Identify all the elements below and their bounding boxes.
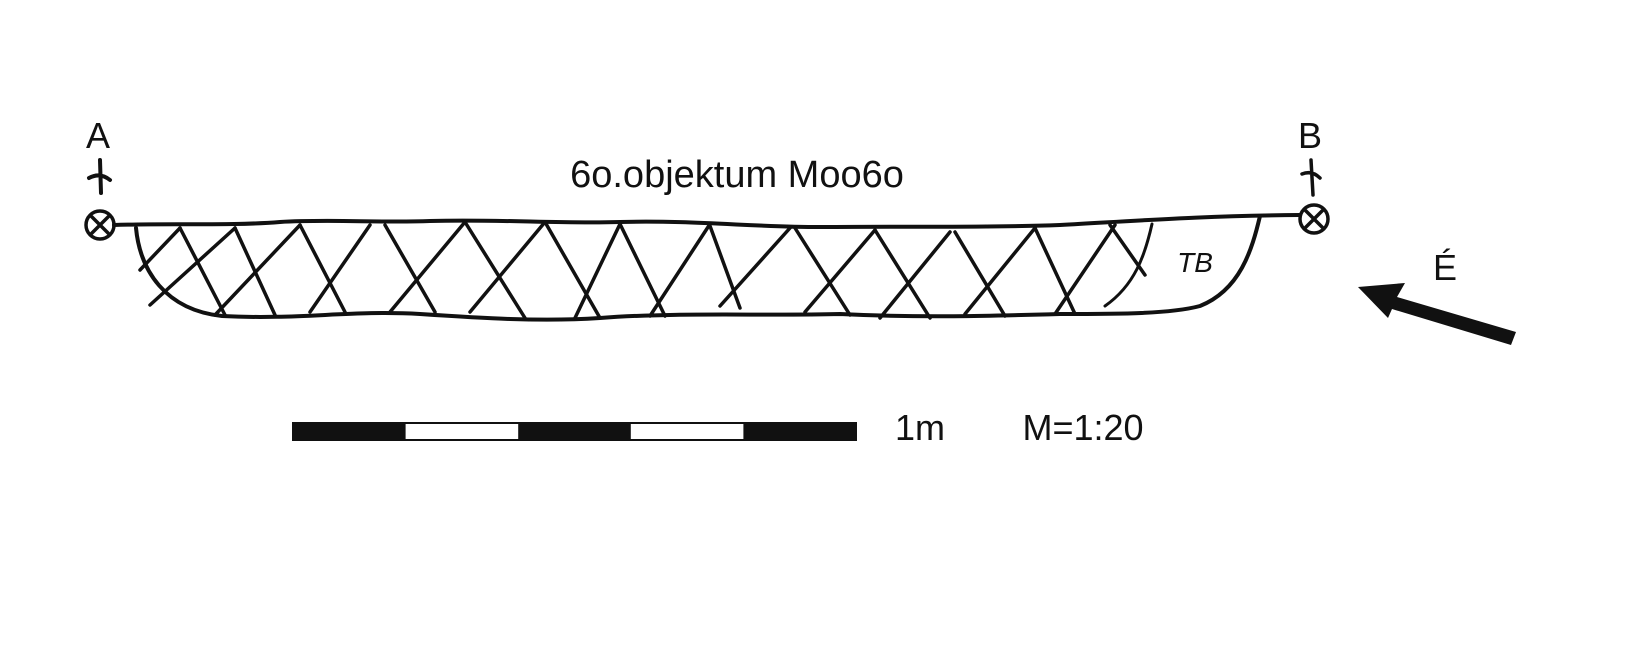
hatch-line bbox=[718, 226, 792, 308]
hatch-line bbox=[468, 220, 547, 314]
hatch-line bbox=[388, 220, 467, 314]
pit-section: TB bbox=[112, 213, 1302, 322]
hatch-line bbox=[953, 230, 1007, 318]
tick-mark-icon bbox=[1300, 158, 1322, 197]
hatch-line bbox=[803, 228, 877, 314]
tick-mark-icon bbox=[87, 158, 112, 195]
arrow-icon bbox=[1358, 283, 1516, 345]
hatch-line bbox=[648, 222, 712, 318]
hatch-line bbox=[873, 228, 932, 320]
north-arrow: É bbox=[1358, 247, 1516, 345]
scale-bar-segment bbox=[518, 423, 631, 440]
hatch-line bbox=[178, 226, 227, 317]
cross-hatching bbox=[138, 220, 1147, 320]
scale-bar-segment bbox=[743, 423, 856, 440]
hatch-line bbox=[963, 226, 1037, 316]
hatch-line bbox=[298, 223, 347, 314]
hatch-line bbox=[213, 223, 302, 317]
hatch-line bbox=[1053, 223, 1117, 316]
scale-length-label: 1m bbox=[895, 407, 945, 448]
hatch-line bbox=[618, 222, 667, 318]
hatch-line bbox=[463, 220, 527, 320]
hatch-line bbox=[793, 226, 852, 317]
scale-ratio-label: M=1:20 bbox=[1022, 407, 1143, 448]
scale-bar-segment bbox=[293, 423, 406, 440]
survey-point-a: A bbox=[84, 115, 116, 241]
fill-boundary bbox=[1103, 222, 1154, 308]
survey-point-b: B bbox=[1298, 115, 1330, 235]
pit-outline bbox=[134, 214, 1262, 322]
hatch-line bbox=[1108, 223, 1147, 277]
scale-bar bbox=[292, 422, 857, 441]
point-a-label: A bbox=[86, 115, 110, 156]
hatch-line bbox=[148, 226, 237, 307]
hatch-line bbox=[383, 223, 437, 314]
hatch-line bbox=[573, 222, 622, 320]
hatch-line bbox=[308, 223, 372, 314]
circle-cross-icon bbox=[1298, 203, 1330, 235]
hatch-line bbox=[543, 220, 602, 320]
hatch-line bbox=[1033, 226, 1077, 316]
fill-label: TB bbox=[1177, 247, 1213, 278]
hatch-line bbox=[878, 230, 952, 320]
drawing-title: 6o.objektum Moo6o bbox=[570, 154, 904, 196]
hatch-line bbox=[138, 226, 182, 272]
circle-cross-icon bbox=[84, 209, 116, 241]
point-b-label: B bbox=[1298, 115, 1322, 156]
ground-line bbox=[112, 213, 1302, 230]
north-label: É bbox=[1433, 247, 1457, 288]
hatch-line bbox=[708, 224, 742, 310]
